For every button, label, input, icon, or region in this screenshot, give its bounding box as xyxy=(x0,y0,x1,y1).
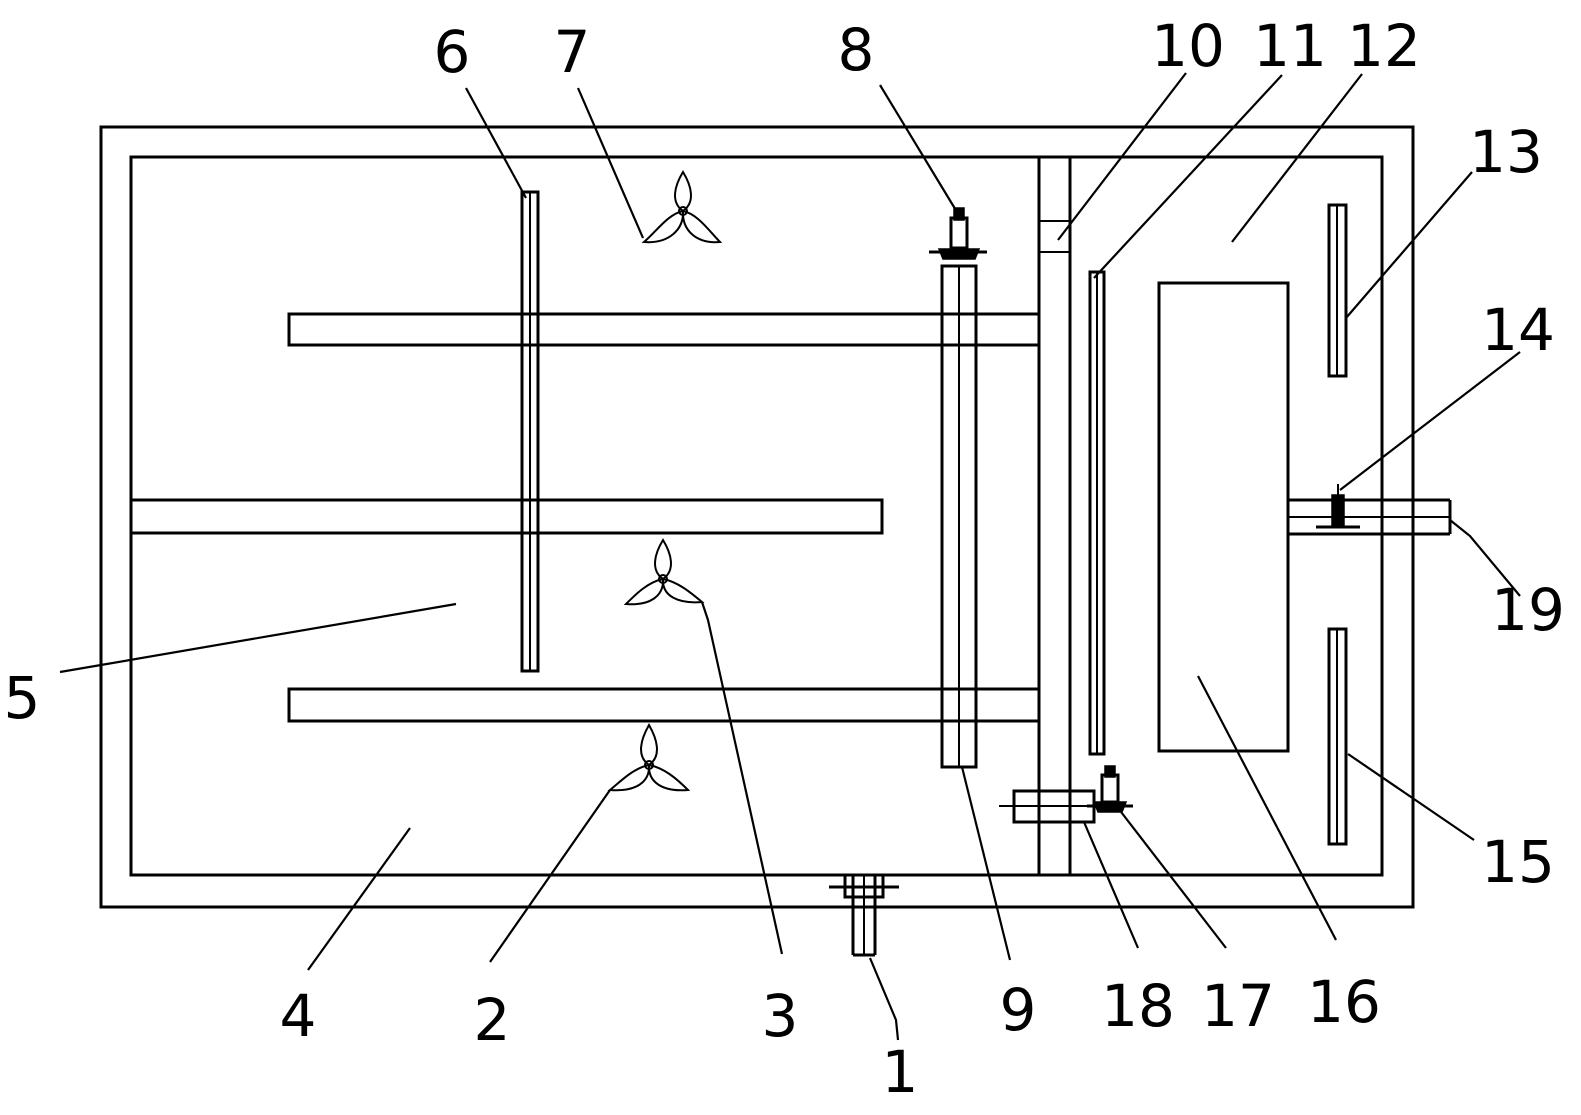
label-16: 16 xyxy=(1307,968,1381,1036)
leader-14 xyxy=(1339,351,1521,491)
label-1: 1 xyxy=(882,1038,919,1106)
plate-13 xyxy=(1327,203,1348,378)
leader-3 xyxy=(700,601,784,955)
leader-lines xyxy=(59,72,1521,1041)
leader-8 xyxy=(879,84,958,213)
label-9: 9 xyxy=(1000,976,1037,1044)
leader-10 xyxy=(1057,72,1187,241)
label-15: 15 xyxy=(1481,828,1555,896)
label-4: 4 xyxy=(280,982,317,1050)
label-11: 11 xyxy=(1253,12,1327,80)
leader-13 xyxy=(1345,171,1473,319)
leader-6 xyxy=(465,87,527,199)
middle-baffle xyxy=(129,498,884,535)
pipe-18 xyxy=(999,789,1100,824)
valve-14 xyxy=(1316,484,1360,529)
vertical-plate-6 xyxy=(520,190,540,673)
impeller-7-icon xyxy=(641,170,723,244)
impeller-2-icon xyxy=(607,722,691,792)
label-6: 6 xyxy=(434,18,471,86)
partition-wall xyxy=(1037,157,1072,875)
label-12: 12 xyxy=(1347,12,1421,80)
leader-2 xyxy=(489,789,611,963)
label-3: 3 xyxy=(762,982,799,1050)
outlet-pipe-19 xyxy=(1288,498,1452,536)
lower-baffle xyxy=(287,687,1041,723)
plate-11 xyxy=(1088,270,1106,756)
leader-16 xyxy=(1197,675,1337,941)
leader-9 xyxy=(960,766,1012,961)
vertical-unit-9 xyxy=(940,264,978,769)
tank-outer-wall xyxy=(99,125,1415,909)
label-17: 17 xyxy=(1201,972,1275,1040)
leader-12 xyxy=(1231,73,1363,243)
valve-8 xyxy=(929,207,987,260)
label-19: 19 xyxy=(1491,576,1565,644)
leader-1 xyxy=(868,957,900,1041)
label-8: 8 xyxy=(838,16,875,84)
label-18: 18 xyxy=(1101,972,1175,1040)
label-13: 13 xyxy=(1469,118,1543,186)
label-5: 5 xyxy=(4,664,41,732)
leader-18 xyxy=(1082,821,1140,949)
leader-5 xyxy=(59,602,457,674)
leader-7 xyxy=(576,87,645,239)
label-7: 7 xyxy=(554,18,591,86)
leader-11 xyxy=(1093,74,1283,279)
plate-15 xyxy=(1327,627,1348,846)
impeller-3-icon xyxy=(623,538,705,606)
module-16 xyxy=(1157,281,1290,753)
label-10: 10 xyxy=(1151,12,1225,80)
inlet-pipe-1 xyxy=(829,873,899,957)
tank-inner-wall xyxy=(129,155,1384,877)
part-labels: 6 7 8 10 11 12 13 14 19 15 16 17 18 9 1 … xyxy=(4,12,1565,1106)
leader-4 xyxy=(307,827,411,971)
leader-19 xyxy=(1449,519,1521,597)
partition-opening-10 xyxy=(1039,220,1070,253)
label-2: 2 xyxy=(474,986,511,1054)
label-14: 14 xyxy=(1481,296,1555,364)
leader-15 xyxy=(1347,753,1475,841)
upper-baffle xyxy=(287,312,1041,347)
leader-17 xyxy=(1117,807,1227,949)
